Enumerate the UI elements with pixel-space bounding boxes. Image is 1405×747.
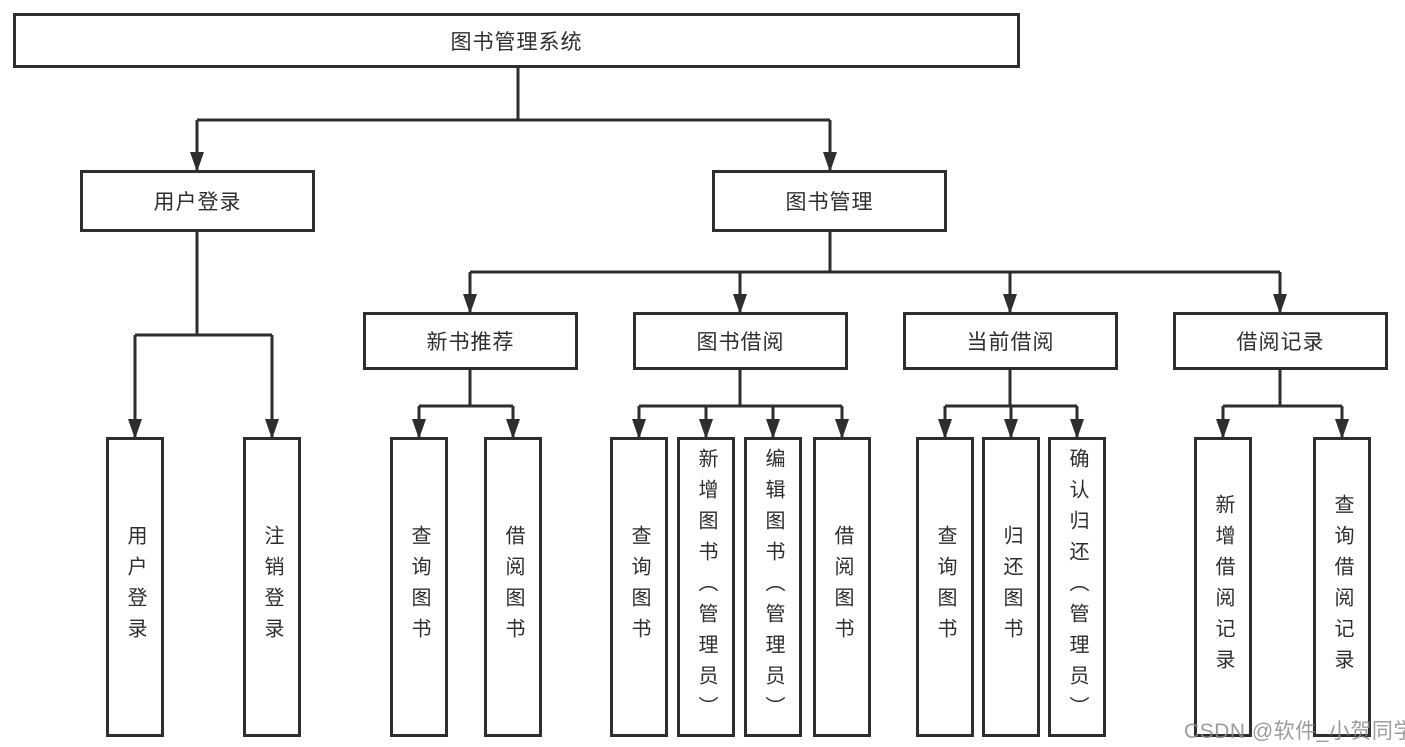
node-label: 注销登录 [261,525,283,649]
leaf-confirm-return-admin: 确认归还（管理员） [1048,437,1106,737]
leaf-query-book-2: 查询图书 [610,437,668,737]
leaf-return-book: 归还图书 [982,437,1040,737]
node-label: 图书管理系统 [450,30,583,54]
node-label: 用户登录 [153,191,242,214]
leaf-borrow-book-2: 借阅图书 [813,437,871,737]
leaf-query-book-3: 查询图书 [916,437,974,737]
node-user-login: 用户登录 [80,170,315,232]
node-new-book-recommend: 新书推荐 [363,312,578,370]
node-label: 新增借阅记录 [1212,494,1234,680]
node-label: 借阅记录 [1236,331,1325,354]
node-label: 图书管理 [785,191,874,214]
leaf-borrow-book-1: 借阅图书 [484,437,542,737]
node-label: 图书借阅 [696,331,785,354]
leaf-logout: 注销登录 [243,437,301,737]
node-label: 新增图书（管理员） [695,447,717,727]
leaf-edit-book-admin: 编辑图书（管理员） [744,437,802,737]
leaf-add-borrow-record: 新增借阅记录 [1194,437,1252,737]
node-label: 用户登录 [124,525,146,649]
node-borrow-record: 借阅记录 [1173,312,1388,370]
watermark: CSDN @软件_小贺同学 [1184,720,1405,743]
node-label: 查询图书 [408,525,430,649]
node-label: 查询借阅记录 [1331,494,1353,680]
node-book-management: 图书管理 [712,170,947,232]
node-label: 编辑图书（管理员） [762,447,784,727]
node-label: 借阅图书 [502,525,524,649]
node-label: 查询图书 [934,525,956,649]
node-label: 归还图书 [1000,525,1022,649]
node-book-borrow: 图书借阅 [633,312,848,370]
leaf-add-book-admin: 新增图书（管理员） [677,437,735,737]
node-label: 查询图书 [628,525,650,649]
leaf-query-borrow-record: 查询借阅记录 [1313,437,1371,737]
node-label: 确认归还（管理员） [1066,447,1088,727]
node-current-borrow: 当前借阅 [903,312,1118,370]
node-label: 新书推荐 [426,331,515,354]
node-root: 图书管理系统 [13,13,1020,68]
leaf-user-login: 用户登录 [106,437,164,737]
connector-skeleton [135,66,1342,408]
leaf-query-book-1: 查询图书 [390,437,448,737]
node-label: 借阅图书 [831,525,853,649]
node-label: 当前借阅 [966,331,1055,354]
